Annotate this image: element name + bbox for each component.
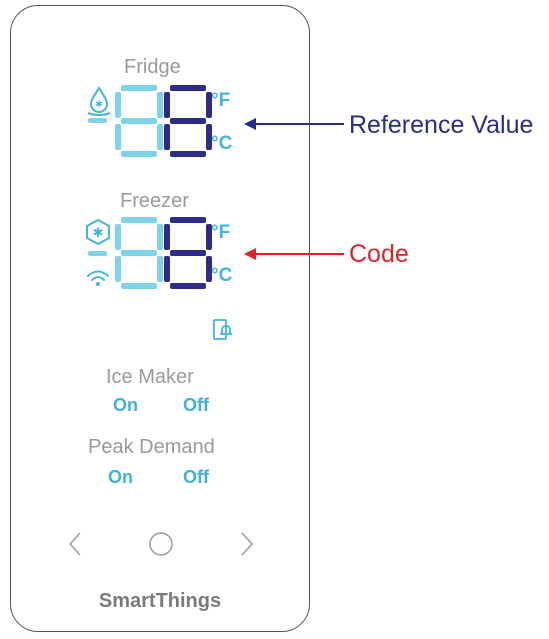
freezer-unit-c: °C: [211, 265, 233, 286]
wifi-icon: [87, 270, 109, 286]
code-arrow: [244, 248, 344, 260]
freezer-digit-value: [164, 217, 212, 289]
reference-value-callout: Reference Value: [349, 111, 534, 139]
fridge-unit-f: °F: [211, 90, 231, 111]
peak-demand-on[interactable]: On: [108, 467, 133, 487]
control-panel: [10, 5, 310, 632]
fridge-minus-segment: [88, 118, 107, 123]
code-callout: Code: [349, 240, 409, 268]
chevron-left-icon[interactable]: [68, 531, 82, 557]
fridge-label: Fridge: [124, 56, 181, 78]
svg-text:✱: ✱: [93, 226, 104, 241]
water-drop-icon[interactable]: ✱: [86, 86, 112, 116]
freezer-minus-segment: [88, 251, 107, 256]
chevron-right-icon[interactable]: [240, 531, 254, 557]
fridge-digit-value: [164, 85, 212, 157]
ice-maker-on[interactable]: On: [113, 395, 138, 415]
home-circle-icon[interactable]: [148, 531, 174, 557]
fridge-unit-c: °C: [211, 133, 233, 154]
door-alarm-icon[interactable]: [212, 318, 234, 342]
peak-demand-label: Peak Demand: [88, 436, 215, 458]
ice-maker-label: Ice Maker: [106, 366, 194, 388]
freezer-digit-code: [115, 217, 163, 289]
freezer-label: Freezer: [120, 190, 189, 212]
fridge-digit-reference: [115, 85, 163, 157]
freezer-unit-f: °F: [211, 222, 231, 243]
snowflake-icon[interactable]: ✱: [85, 219, 111, 245]
peak-demand-off[interactable]: Off: [183, 467, 209, 487]
brand-logo-text: SmartThings: [98, 590, 222, 612]
svg-text:✱: ✱: [95, 100, 103, 110]
ice-maker-off[interactable]: Off: [183, 395, 209, 415]
reference-arrow: [244, 118, 344, 130]
